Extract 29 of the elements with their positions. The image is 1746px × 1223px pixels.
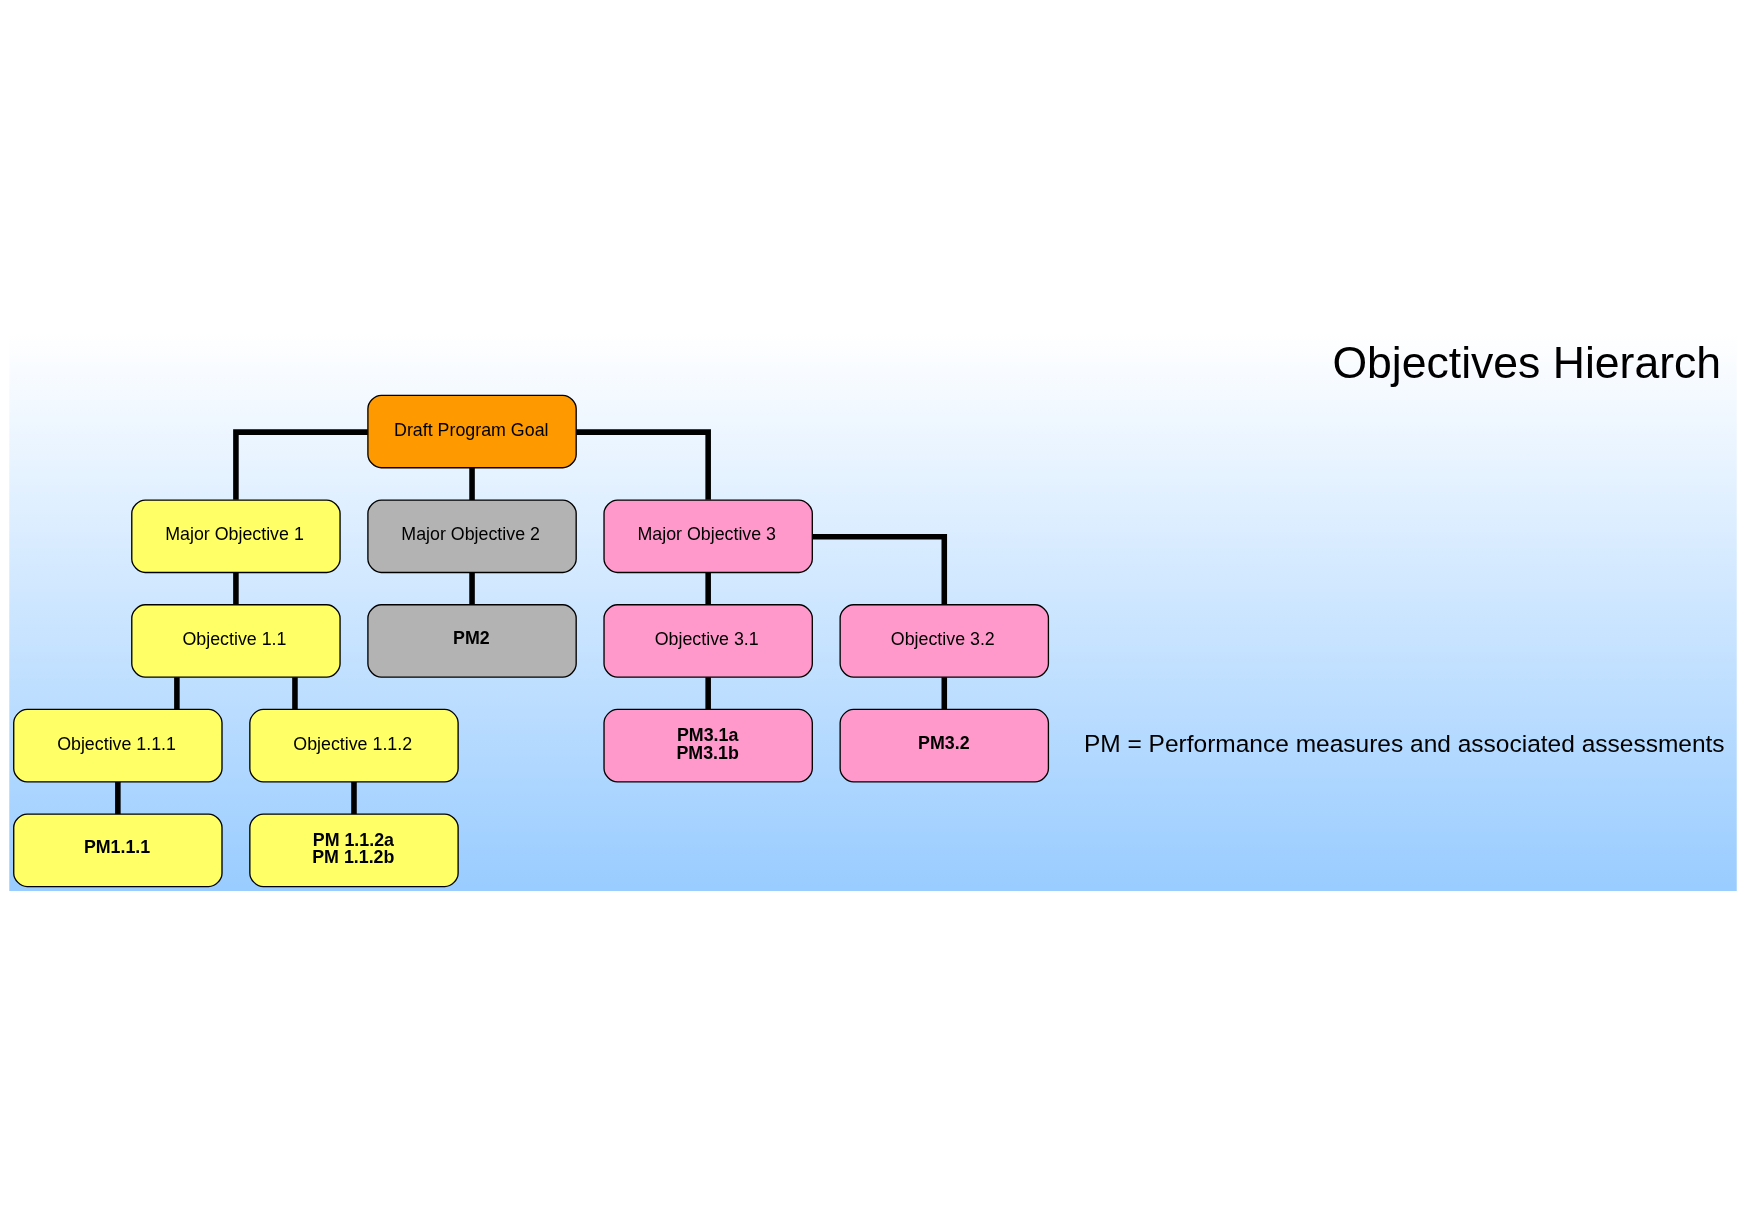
node-box: Major Objective 2 bbox=[367, 498, 577, 573]
connector bbox=[174, 676, 180, 709]
connector bbox=[469, 572, 475, 605]
node-box: PM1.1.1 bbox=[13, 813, 223, 887]
connector bbox=[576, 428, 711, 500]
node-box: Objective 1.1.2 bbox=[249, 708, 459, 782]
node-box: PM 1.1.2a PM 1.1.2b bbox=[249, 813, 459, 887]
connector bbox=[941, 676, 948, 709]
node-box: Draft Program Goal bbox=[367, 394, 577, 468]
node-box: Objective 1.1.1 bbox=[13, 708, 223, 782]
node-box: PM3.2 bbox=[839, 708, 1050, 782]
node-box: Objective 3.1 bbox=[603, 603, 813, 678]
connector bbox=[292, 676, 298, 709]
node-box: PM3.1a PM3.1b bbox=[603, 708, 813, 782]
node-box: Objective 3.2 bbox=[839, 603, 1050, 678]
diagram-title: Objectives Hierarch bbox=[1332, 337, 1722, 387]
connector bbox=[812, 533, 948, 605]
node-box: Major Objective 3 bbox=[603, 498, 813, 573]
connector bbox=[233, 428, 368, 500]
node-box: PM2 bbox=[367, 603, 577, 678]
node-box: Major Objective 1 bbox=[131, 498, 341, 573]
connector bbox=[115, 781, 121, 814]
connector bbox=[233, 572, 239, 605]
label: PM = Performance measures and associated assessments bbox=[1083, 729, 1725, 757]
connector bbox=[705, 676, 711, 709]
connector bbox=[705, 572, 711, 605]
connector bbox=[351, 781, 357, 814]
connector bbox=[469, 467, 475, 500]
node-box: Objective 1.1 bbox=[131, 603, 341, 678]
